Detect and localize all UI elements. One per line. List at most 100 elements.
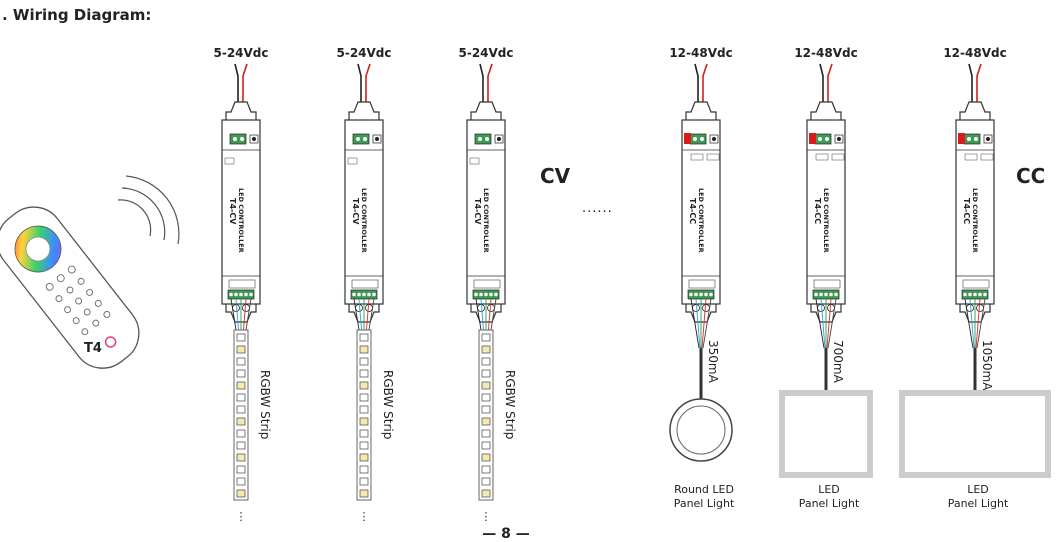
led-chip-icon <box>359 381 369 390</box>
output-wire <box>690 298 700 349</box>
terminal-screw <box>700 137 704 141</box>
mount-hole-icon <box>242 304 250 312</box>
mount-hole-icon <box>817 304 825 312</box>
output-wire <box>695 298 701 349</box>
remote-control-icon <box>0 206 140 369</box>
button-dot <box>837 137 841 141</box>
terminal-screw <box>494 292 498 297</box>
led-strip <box>356 329 372 501</box>
dip-switch-icon <box>684 133 691 144</box>
led-chip-icon <box>359 357 369 366</box>
led-chip-icon <box>359 429 369 438</box>
voltage-label: 5-24Vdc <box>336 46 391 60</box>
output-label-icon <box>962 279 990 289</box>
section-title: . Wiring Diagram: <box>2 6 152 24</box>
terminal-screw <box>233 137 237 141</box>
terminal-screw <box>973 292 977 297</box>
terminal-screw <box>363 137 367 141</box>
input-terminal <box>352 133 370 145</box>
mount-hole-icon <box>365 304 373 312</box>
controller-text: LED CONTROLLER <box>971 188 979 253</box>
current-label: 1050mA <box>980 340 994 391</box>
led-chip-icon <box>481 441 491 450</box>
led-chip-icon <box>236 405 246 414</box>
led-chip-icon <box>481 489 491 498</box>
setting-label-icon <box>815 153 829 161</box>
led-chip-icon <box>359 345 369 354</box>
led-chip-icon <box>236 417 246 426</box>
mount-hole-icon <box>702 304 710 312</box>
load-label: RGBW Strip <box>503 370 517 439</box>
led-chip-icon <box>359 369 369 378</box>
output-label-icon <box>688 279 716 289</box>
controller-text: LED CONTROLLER <box>822 188 830 253</box>
output-label-icon <box>228 279 256 289</box>
button-dot <box>252 137 256 141</box>
voltage-label: 12-48Vdc <box>794 46 857 60</box>
strip-continuation: ⋮ <box>359 510 370 523</box>
led-chip-icon <box>236 381 246 390</box>
setting-label-icon <box>831 153 845 161</box>
led-chip-icon <box>236 441 246 450</box>
terminal-screw <box>709 292 713 297</box>
output-wire <box>969 298 975 349</box>
input-terminal <box>229 133 247 145</box>
round-panel-inner <box>676 405 726 455</box>
controller-body <box>681 119 721 305</box>
strip-continuation: ⋮ <box>481 510 492 523</box>
led-chip-icon <box>359 333 369 342</box>
terminal-screw <box>819 292 823 297</box>
controller-model: T4-CC <box>962 198 971 224</box>
controller-body <box>806 119 846 305</box>
output-label-icon <box>473 279 501 289</box>
load-label: LED <box>818 483 840 496</box>
terminal-screw <box>699 292 703 297</box>
led-chip-icon <box>481 393 491 402</box>
controller-text: LED CONTROLLER <box>482 188 490 253</box>
voltage-label: 5-24Vdc <box>458 46 513 60</box>
terminal-screw <box>485 137 489 141</box>
button-dot <box>375 137 379 141</box>
terminal-screw <box>484 292 488 297</box>
output-wire <box>827 298 837 349</box>
controller-body <box>466 119 506 305</box>
terminal-screw <box>825 137 829 141</box>
remote-group: T4 <box>0 175 180 369</box>
square-panel-light <box>779 390 873 478</box>
button-dot <box>497 137 501 141</box>
cv-group-label: CV <box>540 164 571 188</box>
led-chip-icon <box>359 453 369 462</box>
terminal-screw <box>824 292 828 297</box>
terminal-screw <box>978 292 982 297</box>
led-chip-icon <box>236 477 246 486</box>
setting-label-icon <box>224 157 235 165</box>
output-wire <box>820 298 826 349</box>
load-label: RGBW Strip <box>381 370 395 439</box>
led-chip-icon <box>481 333 491 342</box>
controller-text: LED CONTROLLER <box>697 188 705 253</box>
terminal-screw <box>479 292 483 297</box>
led-chip-icon <box>481 381 491 390</box>
cc-group-label: CC <box>1016 164 1045 188</box>
setting-label-icon <box>980 153 994 161</box>
led-chip-icon <box>236 357 246 366</box>
voltage-label: 12-48Vdc <box>943 46 1006 60</box>
led-strip <box>478 329 494 501</box>
terminal-screw <box>234 292 238 297</box>
voltage-label: 5-24Vdc <box>213 46 268 60</box>
controller-model: T4-CC <box>688 198 697 224</box>
led-chip-icon <box>481 417 491 426</box>
led-chip-icon <box>359 441 369 450</box>
led-chip-icon <box>236 369 246 378</box>
terminal-screw <box>818 137 822 141</box>
dip-switch-icon <box>958 133 965 144</box>
terminal-screw <box>229 292 233 297</box>
current-label: 700mA <box>831 340 845 384</box>
terminal-screw <box>367 292 371 297</box>
led-chip-icon <box>236 393 246 402</box>
